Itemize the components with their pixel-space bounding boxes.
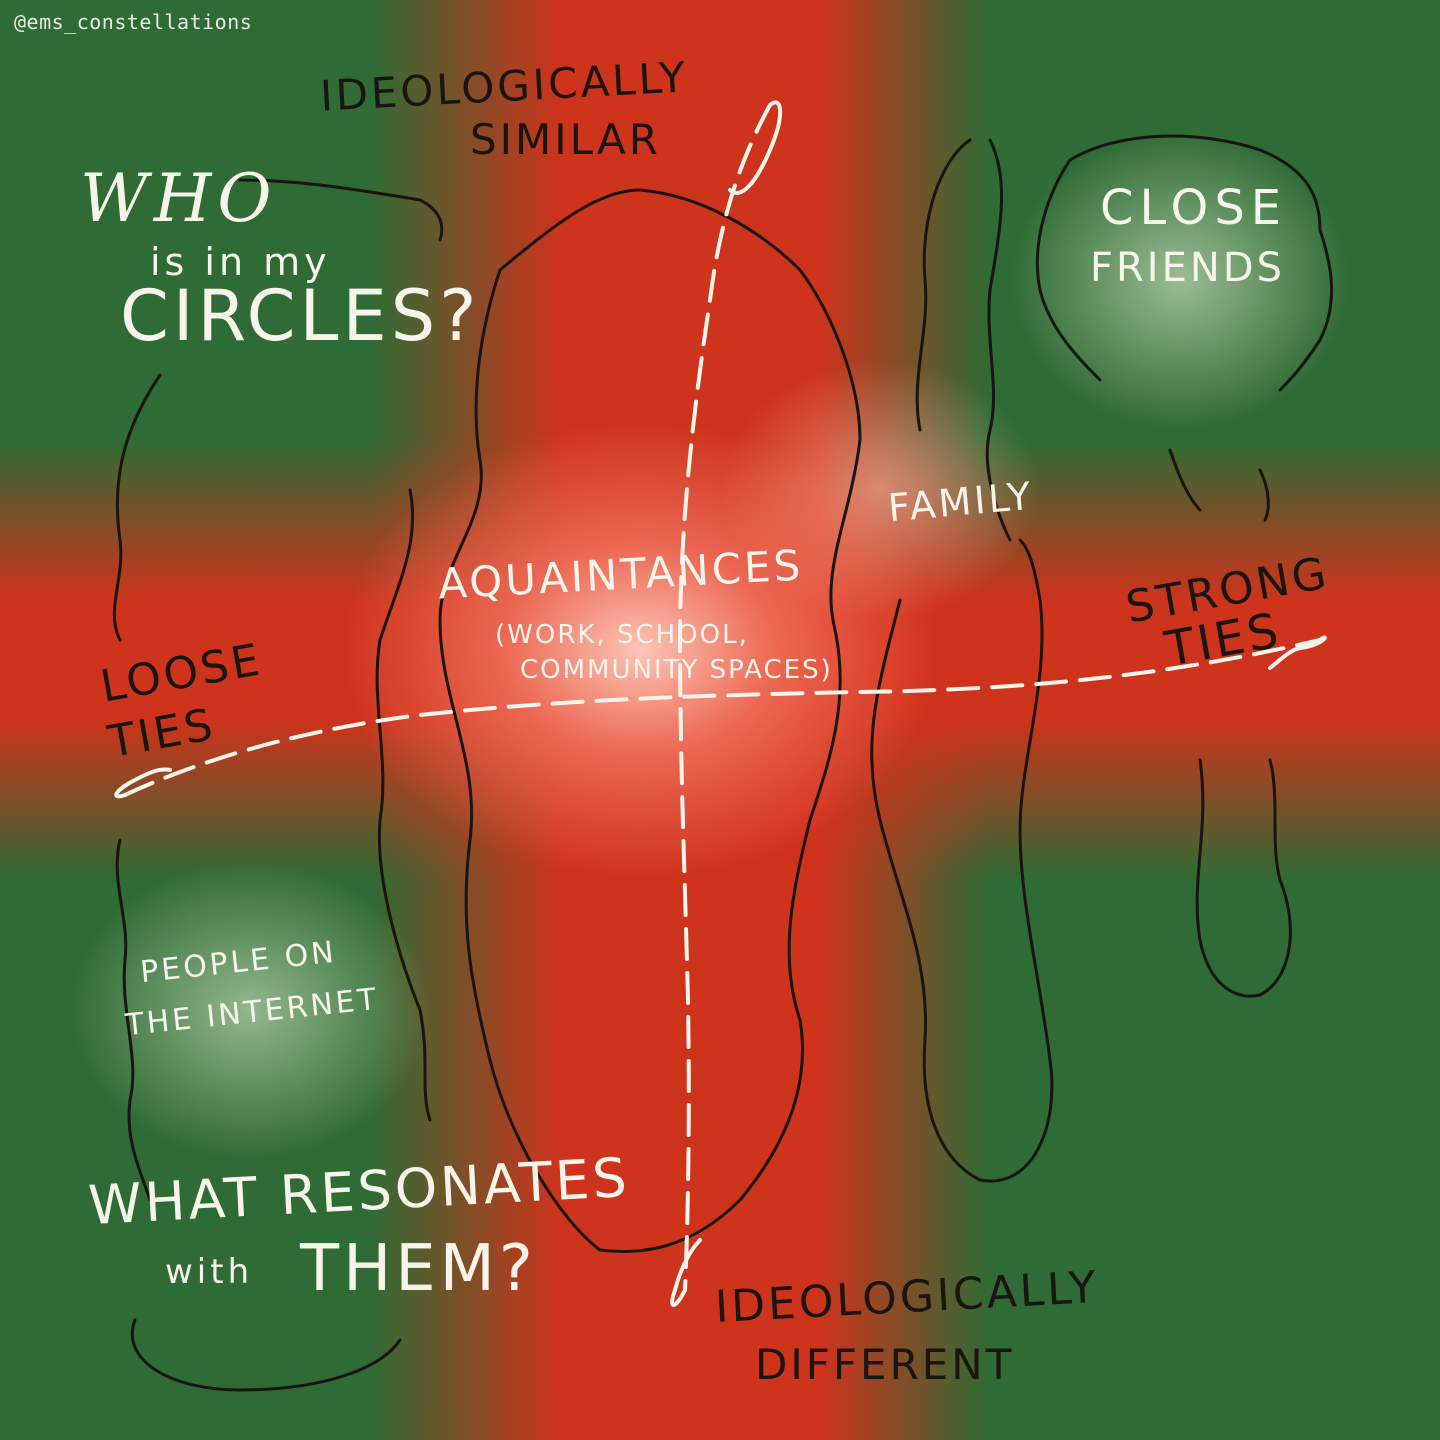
boundary-bottom-left xyxy=(130,1318,402,1392)
vertical-axis-loop-bottom xyxy=(670,1238,702,1307)
acquaintances-sub1: (WORK, SCHOOL, xyxy=(495,620,749,650)
axis-top-line2: SIMILAR xyxy=(470,115,661,164)
title-line3: CIRCLES? xyxy=(120,275,481,357)
acquaintances-sub2: COMMUNITY SPACES) xyxy=(520,655,833,685)
boundary-family-lower xyxy=(870,538,1054,1183)
title-line1: WHO xyxy=(80,160,278,237)
horizontal-axis xyxy=(123,638,1322,797)
close-friends-line2: FRIENDS xyxy=(1090,245,1285,291)
question-line2b: THEM? xyxy=(300,1232,537,1306)
boundary-acquaintances-left xyxy=(438,268,602,1252)
vertical-axis-loop-top xyxy=(728,100,783,195)
boundary-mid-left-a xyxy=(375,488,432,1122)
horizontal-axis-loop-right xyxy=(1268,635,1327,670)
boundary-family-right xyxy=(985,138,1012,542)
boundary-acquaintances-outline xyxy=(498,188,862,1253)
horizontal-axis-loop-left xyxy=(114,767,172,799)
boundary-family-outline xyxy=(915,138,972,432)
boundary-strong-right-mid xyxy=(1168,448,1270,522)
boundary-close-friends xyxy=(1068,134,1333,392)
question-line2a: with xyxy=(165,1252,254,1292)
close-friends-line1: CLOSE xyxy=(1100,180,1288,236)
boundary-close-friends-left xyxy=(1035,158,1102,382)
boundary-loose-title xyxy=(238,178,444,242)
watermark: @ems_constellations xyxy=(14,10,253,34)
axis-bottom-line2: DIFFERENT xyxy=(755,1340,1015,1389)
boundary-loose-left-top xyxy=(112,373,162,642)
title-line2: is in my xyxy=(150,240,331,284)
boundary-strong-right-lower xyxy=(1195,758,1292,998)
vertical-axis xyxy=(677,103,772,1292)
boundary-internet-left xyxy=(115,838,152,1202)
